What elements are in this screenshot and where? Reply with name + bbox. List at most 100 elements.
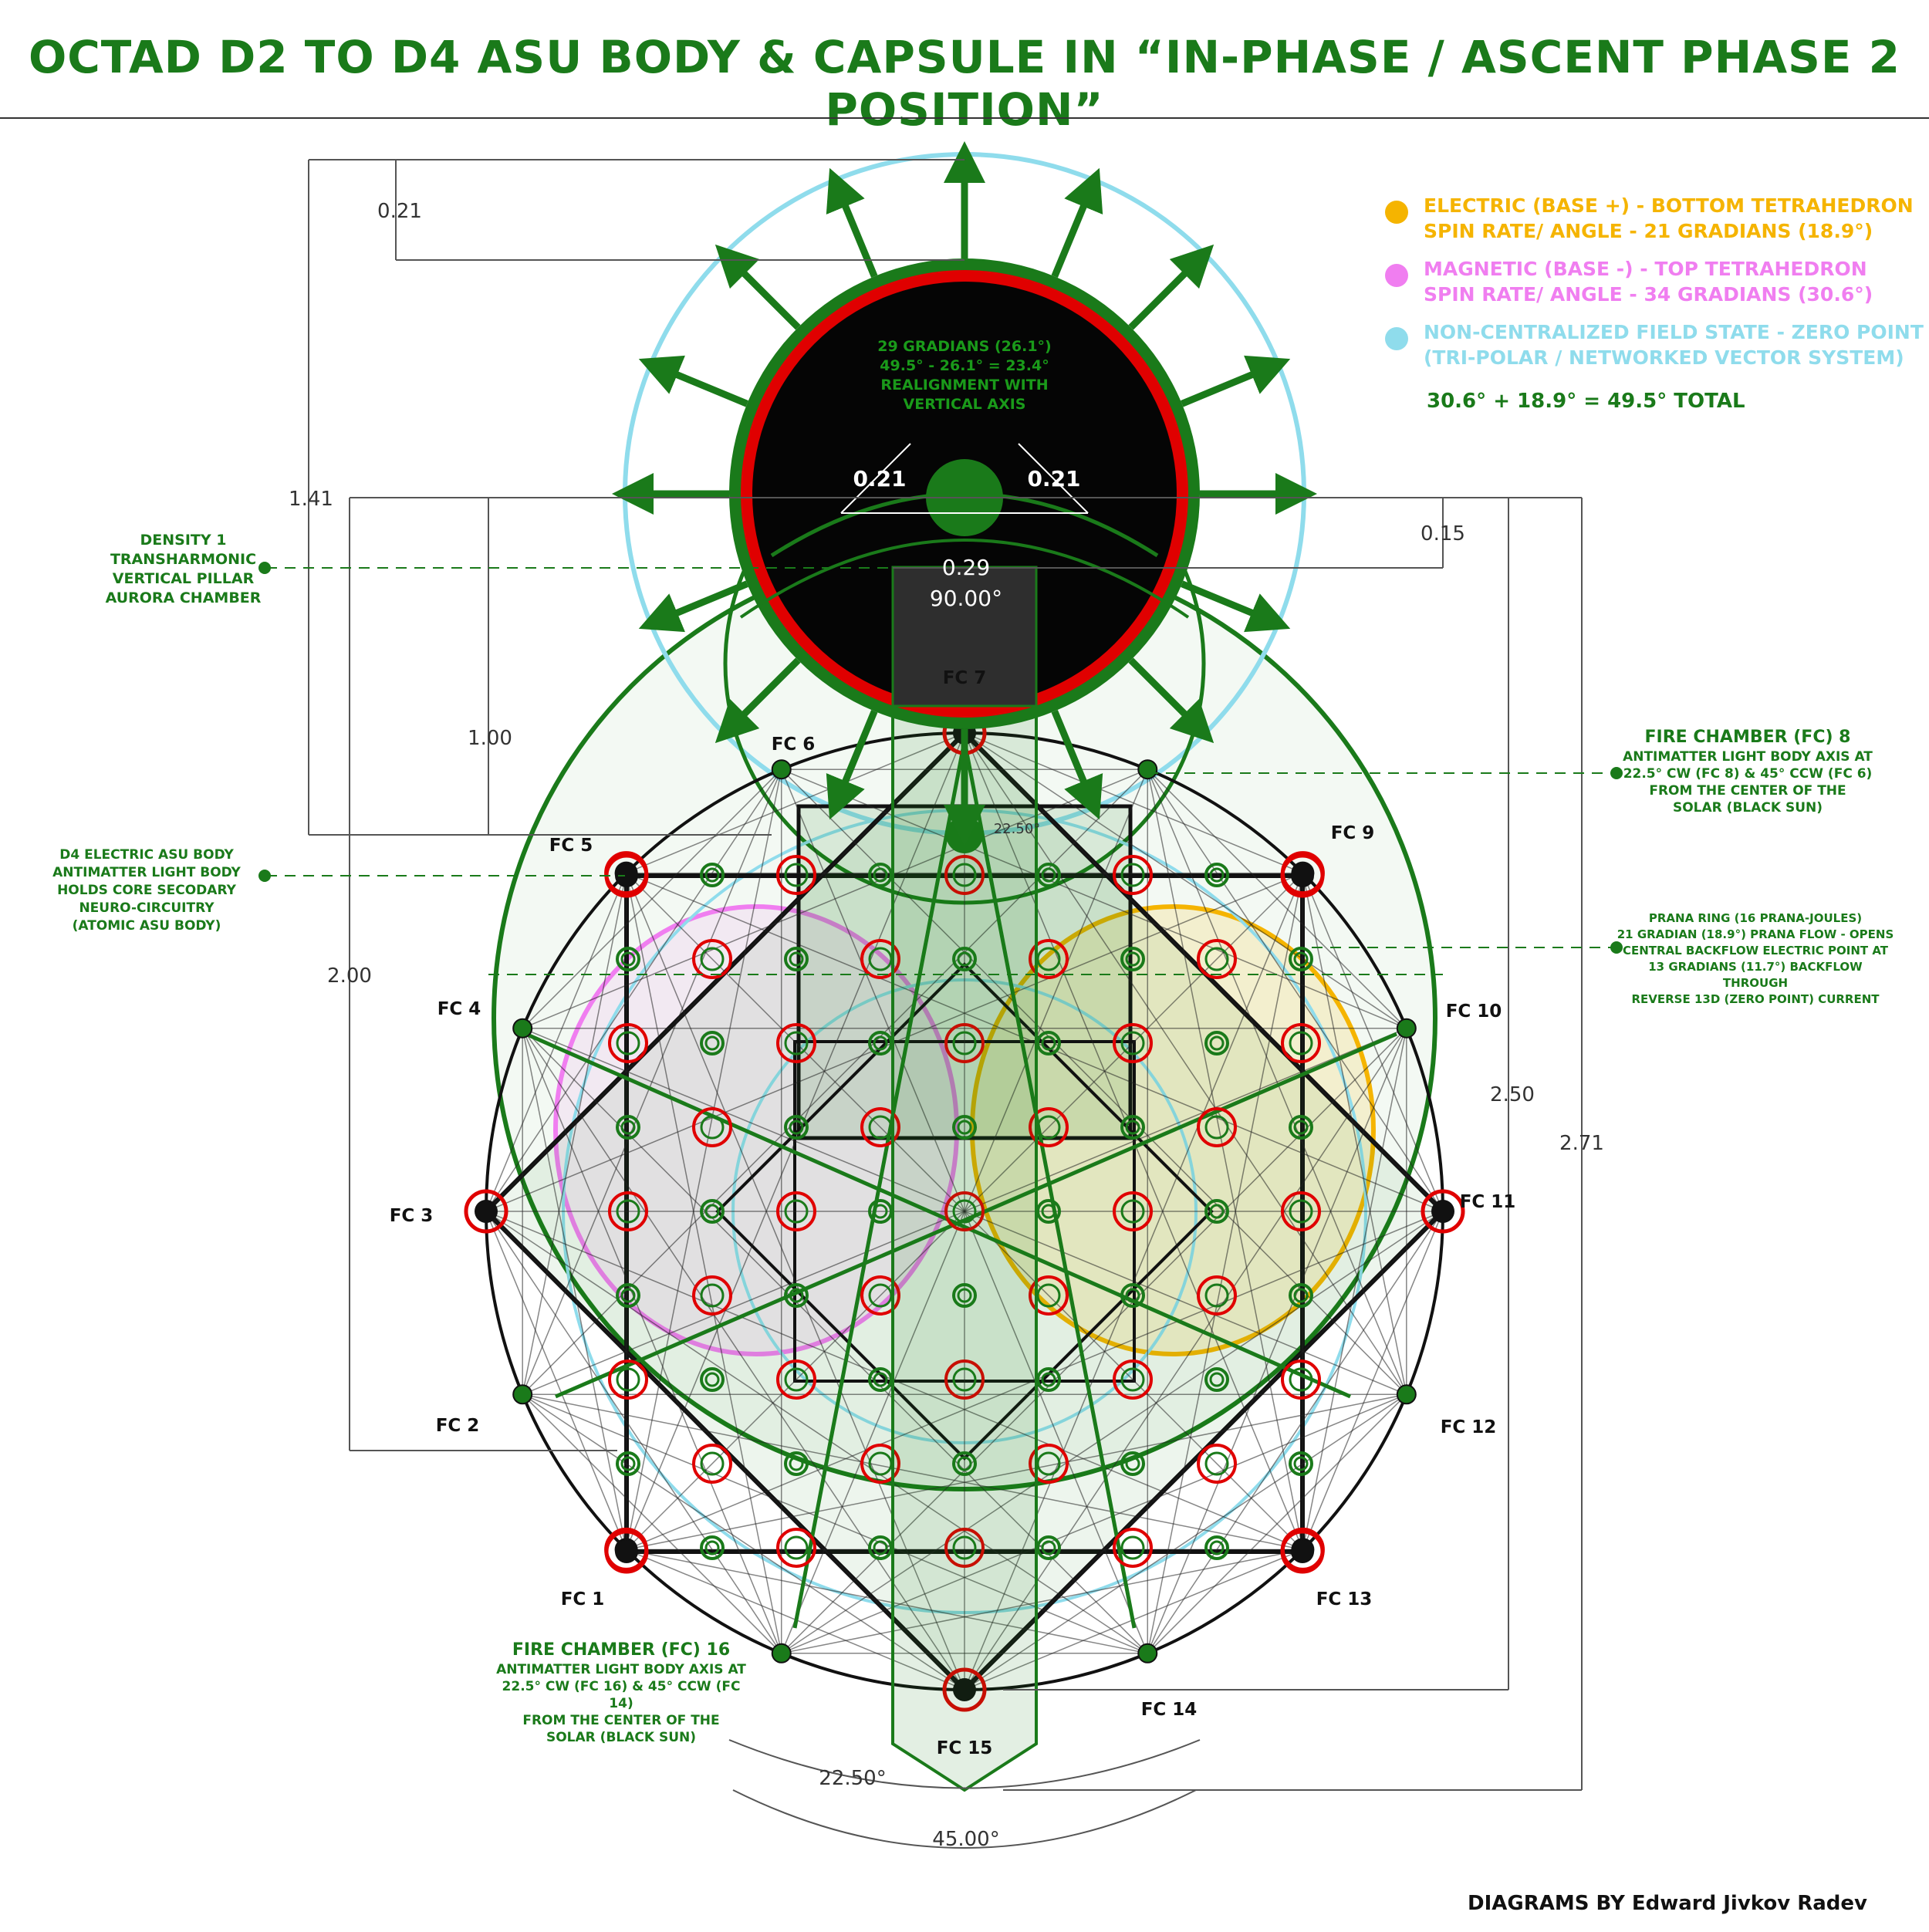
node-ring [700, 1031, 725, 1056]
node-inner [620, 1120, 636, 1135]
node-inner [1293, 951, 1309, 967]
mesh-line [522, 1393, 782, 1654]
field-dot-icon [1385, 327, 1408, 350]
node-inner [704, 1540, 720, 1555]
fire-chamber-minor-node [771, 1643, 792, 1663]
node-ring [1281, 1023, 1321, 1063]
node-ring [608, 1023, 648, 1063]
node-inner [1041, 1204, 1056, 1219]
mesh-line [522, 873, 627, 1395]
mesh-line [522, 1393, 1303, 1551]
sun-diag-left [840, 443, 911, 514]
dim-100: 1.00 [468, 727, 512, 750]
mesh-line [1302, 873, 1407, 1395]
node-ring [692, 1107, 732, 1147]
node-ring [776, 1359, 816, 1400]
node-ring [776, 1191, 816, 1231]
arrow-3 [1128, 657, 1214, 744]
mesh-line [522, 1393, 965, 1690]
mesh-line [1147, 769, 1304, 1550]
mesh-line [964, 732, 1407, 1395]
fc-label-1: FC 1 [561, 1589, 605, 1609]
legend-field: NON-CENTRALIZED FIELD STATE - ZERO POINT… [1385, 319, 1924, 370]
angle-2250-bottom: 22.50° [819, 1767, 886, 1790]
node-ring [784, 947, 809, 971]
dimension-lines [308, 159, 1583, 1849]
mesh-line [485, 768, 782, 1212]
node-inner [700, 947, 725, 971]
node-inner [1204, 1451, 1229, 1476]
legend-electric-line-1: ELECTRIC (BASE +) - BOTTOM TETRAHEDRON [1424, 194, 1914, 217]
legend-magnetic: MAGNETIC (BASE -) - TOP TETRAHEDRON SPIN… [1385, 256, 1873, 307]
node-inner [789, 1456, 804, 1471]
legend-electric: ELECTRIC (BASE +) - BOTTOM TETRAHEDRON S… [1385, 193, 1914, 244]
node-inner [1120, 1535, 1145, 1560]
node-ring [1120, 1115, 1145, 1140]
node-inner [1209, 867, 1225, 883]
node-inner [616, 1031, 640, 1056]
node-inner [1120, 1031, 1145, 1056]
node-inner [952, 1031, 977, 1056]
mesh-line [626, 1393, 1407, 1551]
node-ring [1113, 855, 1153, 895]
fc-label-12: FC 12 [1441, 1417, 1497, 1437]
dim-200: 2.00 [327, 964, 372, 988]
fire-chamber-minor-node [771, 759, 792, 780]
mesh-line [781, 1549, 1303, 1654]
node-ring [1029, 1444, 1069, 1484]
corner-node [1280, 853, 1325, 898]
mesh-line [522, 1028, 965, 1690]
node-ring [692, 1444, 732, 1484]
fc-label-11: FC 11 [1460, 1192, 1516, 1212]
node-ring [616, 947, 640, 971]
mesh-line [1147, 768, 1444, 1212]
fc-label-13: FC 13 [1316, 1589, 1373, 1609]
node-ring [1289, 1283, 1313, 1308]
magnetic-ellipse [553, 904, 959, 1356]
mesh-line [781, 768, 1148, 1654]
node-ring [1289, 1115, 1313, 1140]
node-ring [776, 1023, 816, 1063]
arrow-11 [715, 244, 801, 330]
fire-chamber-labels: FC 1 FC 2 FC 3 FC 4 FC 5 FC 6 FC 7 FC 9 … [390, 668, 1516, 1758]
dim-021-left: 0.21 [853, 466, 906, 491]
mesh-line [485, 1211, 627, 1550]
mesh-line [522, 1028, 627, 1550]
angle-total: 30.6° + 18.9° = 49.5° TOTAL [1427, 390, 1745, 413]
node-ring [1281, 1191, 1321, 1231]
node-ring [1204, 1031, 1229, 1056]
node-ring [860, 1444, 900, 1484]
note-fc8: FIRE CHAMBER (FC) 8 ANTIMATTER LIGHT BOD… [1623, 728, 1873, 816]
node-ring [1120, 947, 1145, 971]
node-inner [616, 1199, 640, 1224]
title-divider [0, 117, 1929, 119]
corner-node-core [615, 1540, 638, 1563]
node-ring [616, 1451, 640, 1476]
mesh-line [522, 768, 782, 1029]
node-ring [1289, 947, 1313, 971]
node-inner [789, 951, 804, 967]
node-inner [1293, 1456, 1309, 1471]
corner-node [1280, 1529, 1325, 1574]
node-inner [1041, 1035, 1056, 1051]
arrow-8 [638, 580, 748, 633]
fire-chamber-minor-node [1137, 1643, 1158, 1663]
fc-label-14: FC 14 [1141, 1700, 1198, 1720]
mesh-line [485, 873, 627, 1212]
sun-text-line-3: REALIGNMENT WITH [880, 377, 1048, 393]
mesh-line [626, 872, 1444, 1212]
node-inner [700, 1283, 725, 1308]
arrow-15 [1128, 244, 1214, 330]
node-inner [700, 1451, 725, 1476]
mesh-line [964, 732, 1407, 1029]
fire-chamber-core [953, 1678, 976, 1701]
node-ring [784, 1451, 809, 1476]
node-inner [957, 1456, 972, 1471]
node-ring [608, 1191, 648, 1231]
mesh-line [1147, 873, 1304, 1653]
mesh-line [1302, 1028, 1407, 1550]
arrow-12 [826, 167, 878, 278]
node-ring [1289, 1451, 1313, 1476]
